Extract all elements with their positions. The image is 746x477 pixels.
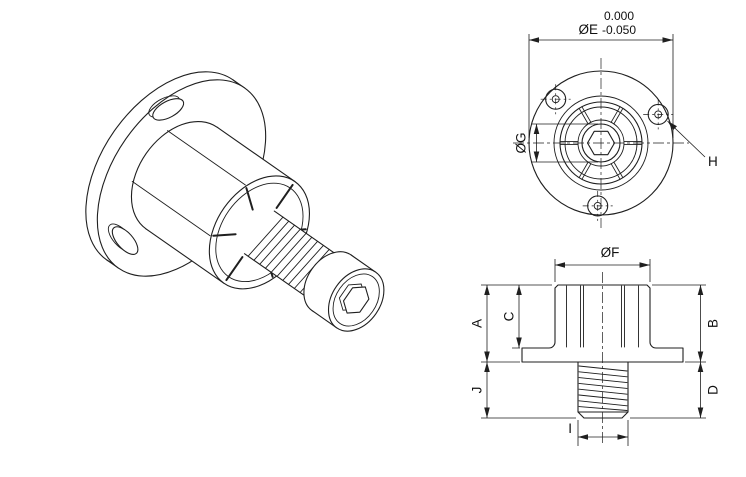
dim-e: ØE 0.000 -0.050 bbox=[528, 9, 674, 138]
dim-b: B bbox=[697, 285, 721, 362]
collet-cylinder bbox=[145, 127, 295, 284]
isometric-view bbox=[85, 71, 385, 332]
head-silhouette bbox=[311, 310, 338, 329]
collet-slits-top bbox=[559, 106, 643, 180]
dim-i-label: I bbox=[568, 421, 572, 436]
slot-hole bbox=[111, 226, 139, 255]
hole-crosshair bbox=[582, 190, 613, 221]
dim-a-label: A bbox=[470, 319, 485, 328]
mounting-hole bbox=[540, 84, 571, 115]
extension-lines bbox=[531, 123, 598, 163]
mounting-hole bbox=[582, 190, 613, 221]
extension-lines-right bbox=[630, 284, 706, 419]
dim-e-label: ØE bbox=[578, 22, 598, 37]
hole-crosshair bbox=[540, 84, 571, 115]
dim-d-label: D bbox=[706, 385, 721, 395]
collet-silhouette bbox=[145, 228, 225, 284]
hole-callout-label: H bbox=[708, 154, 718, 169]
dim-i: I bbox=[568, 420, 629, 446]
stud-outline bbox=[577, 361, 629, 419]
leader-line bbox=[667, 120, 706, 158]
dim-c-label: C bbox=[502, 311, 517, 321]
dim-f-label: ØF bbox=[601, 245, 620, 260]
body-outline bbox=[521, 284, 684, 363]
mounting-hole bbox=[643, 99, 674, 130]
dim-j-label: J bbox=[470, 387, 485, 394]
dim-d: D bbox=[697, 362, 721, 418]
dim-b-label: B bbox=[706, 319, 721, 328]
hex-socket bbox=[342, 286, 370, 314]
dim-e-tol-lower: -0.050 bbox=[602, 23, 636, 37]
dim-j: J bbox=[470, 362, 490, 418]
flange-slot-holes bbox=[107, 95, 185, 255]
dim-e-tol-upper: 0.000 bbox=[604, 9, 634, 23]
hole-callout: H bbox=[667, 120, 718, 169]
top-view: ØE 0.000 -0.050 ØG H bbox=[513, 9, 718, 228]
extension-lines-left bbox=[481, 284, 576, 419]
dim-f: ØF bbox=[554, 245, 651, 282]
side-view: ØF A C B J D bbox=[470, 245, 721, 446]
dim-g-label: ØG bbox=[514, 132, 529, 153]
dim-g: ØG bbox=[514, 123, 598, 163]
extension-lines bbox=[528, 34, 674, 138]
head-silhouette bbox=[350, 254, 377, 273]
collet-slit-lines bbox=[566, 285, 639, 348]
collet-surface-slits bbox=[131, 130, 246, 237]
dim-a: A bbox=[470, 285, 490, 362]
slot-hole bbox=[152, 98, 185, 121]
hole-crosshair bbox=[643, 99, 674, 130]
extension-lines bbox=[577, 420, 629, 446]
screw-head bbox=[303, 251, 385, 332]
center-lines bbox=[513, 58, 689, 228]
head-chamfer bbox=[332, 273, 380, 327]
collet-silhouette bbox=[216, 126, 296, 183]
stud-thread-lines bbox=[578, 365, 628, 411]
dim-c: C bbox=[502, 285, 522, 348]
